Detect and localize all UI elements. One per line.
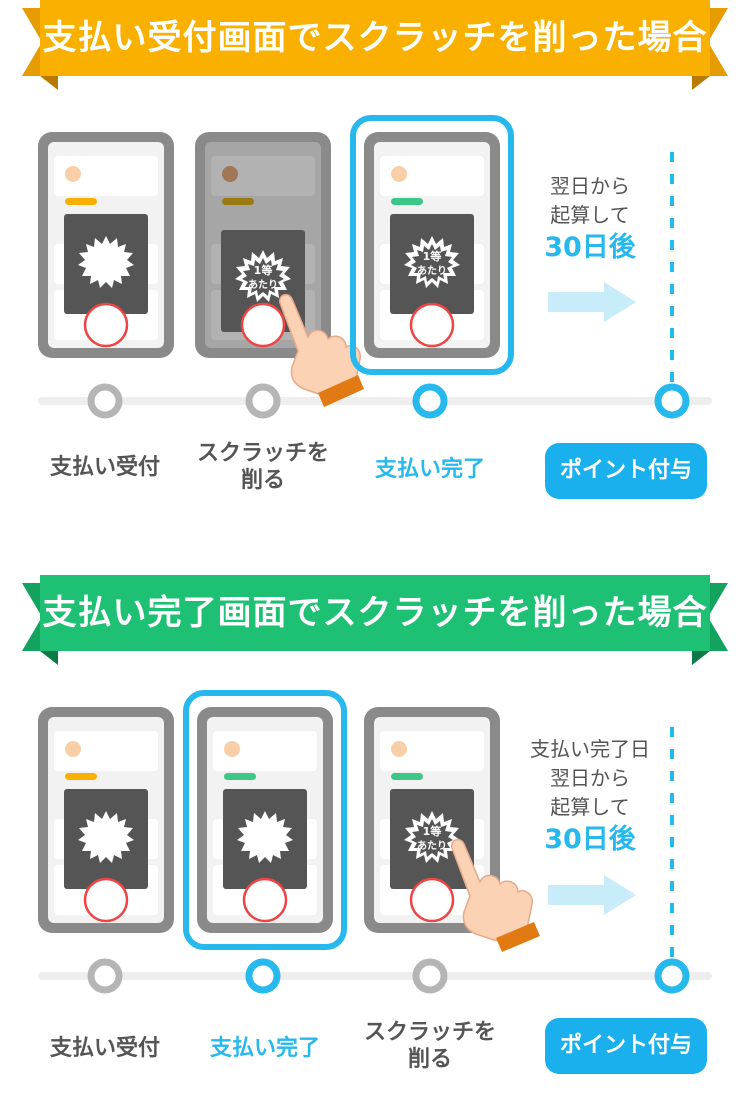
timeline-dot-points (654, 958, 690, 994)
pointing-hand-icon (451, 838, 540, 952)
step-label-line: 削る (407, 1047, 452, 1072)
home-button (240, 302, 286, 348)
step-label-active: 支払い完了 (374, 457, 485, 482)
step-label: スクラッチを 削る (183, 440, 343, 494)
note-line: 起算して (550, 203, 630, 227)
timeline-dot (87, 958, 123, 994)
phone-illustrations: 1等 あたり 1等 あたり (38, 115, 712, 419)
timing-note: 翌日から 起算して 30日後 (490, 172, 690, 266)
note-line: 起算して (550, 795, 630, 819)
phone-illustrations: 1等 あたり (38, 690, 712, 994)
timeline-stage: 1等 あたり 1等 あたり (0, 0, 750, 420)
step-label-active: 支払い完了 (209, 1036, 320, 1061)
stamp-text-win: あたり (417, 839, 447, 852)
points-badge: ポイント付与 (545, 1018, 707, 1074)
note-line: 翌日から (550, 766, 630, 790)
stamp-text-win: あたり (417, 264, 447, 277)
banner-title: 支払い受付画面でスクラッチを削った場合 (42, 18, 708, 58)
phone-reception (38, 707, 174, 933)
phone-payment-complete (197, 707, 333, 933)
phone-payment-complete: 1等 あたり (364, 132, 500, 358)
section-banner: 支払い完了画面でスクラッチを削った場合 (0, 575, 750, 667)
step-label: スクラッチを 削る (350, 1019, 510, 1073)
note-line: 翌日から (550, 174, 630, 198)
arrow-right-icon (548, 875, 636, 915)
stamp-text-rank: 1等 (423, 249, 442, 263)
phone-reception (38, 132, 174, 358)
active-step-highlight (350, 115, 514, 375)
points-badge: ポイント付与 (545, 443, 707, 499)
pointing-hand-icon (279, 293, 364, 407)
phone-scratching: 1等 あたり (195, 132, 331, 358)
timeline-dot-active (245, 958, 281, 994)
timing-note: 支払い完了日 翌日から 起算して 30日後 (490, 735, 690, 858)
active-step-highlight (183, 690, 347, 950)
note-line: 支払い完了日 (530, 737, 650, 761)
arrow-right-icon (548, 282, 636, 322)
section-payment-complete: 支払い完了画面でスクラッチを削った場合 (0, 575, 750, 1106)
timeline-dot (412, 958, 448, 994)
section-banner: 支払い受付画面でスクラッチを削った場合 (0, 0, 750, 92)
stamp-text-win: あたり (248, 278, 278, 291)
step-label-line: スクラッチを (363, 1020, 496, 1045)
stamp-text-rank: 1等 (254, 263, 273, 277)
step-label: 支払い受付 (49, 1036, 160, 1061)
step-label-line: 削る (240, 468, 285, 493)
banner-title: 支払い完了画面でスクラッチを削った場合 (42, 593, 708, 633)
timeline-dot (87, 383, 123, 419)
section-payment-reception: 支払い受付画面でスクラッチを削った場合 (0, 0, 750, 520)
step-label-line: スクラッチを (196, 441, 329, 466)
timeline-dot-active (412, 383, 448, 419)
step-label: 支払い受付 (49, 455, 160, 480)
note-highlight: 30日後 (544, 824, 636, 855)
note-highlight: 30日後 (544, 232, 636, 263)
banner-ribbon (22, 0, 728, 90)
timeline-stage: 1等 あたり 支払い完了日 翌日から 起算して 30日後 (0, 575, 750, 995)
scratch-star (78, 236, 134, 288)
timeline-dot-points (654, 383, 690, 419)
stamp-text-rank: 1等 (423, 824, 442, 838)
timeline-dot (245, 383, 281, 419)
banner-ribbon (22, 575, 728, 665)
